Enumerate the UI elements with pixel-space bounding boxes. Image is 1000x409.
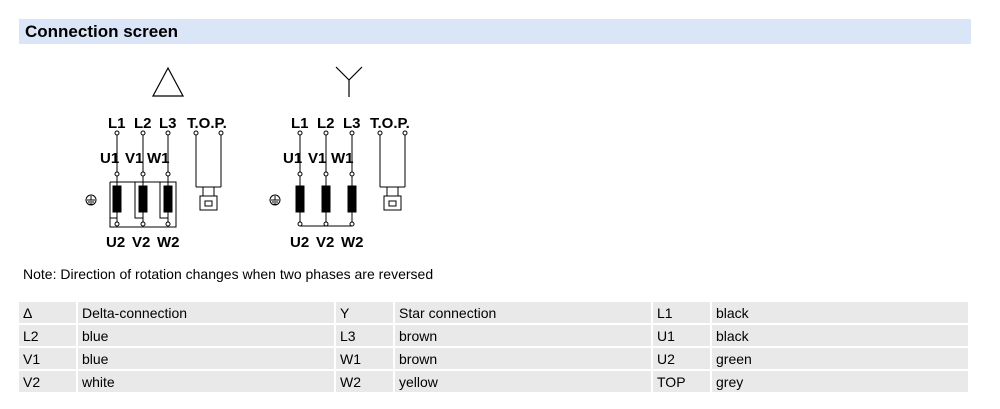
legend-value: black [712,325,968,346]
section-header: Connection screen [19,19,971,44]
star-earth-icon [269,194,281,206]
delta-diagram [109,66,224,228]
legend-key: U2 [653,348,710,369]
legend-key: L1 [653,302,710,323]
delta-label-l1: L1 [108,115,126,132]
legend-value: blue [78,348,334,369]
star-label-v2: V2 [316,234,334,251]
star-label-u2: U2 [290,234,309,251]
star-label-top: T.O.P. [370,115,410,132]
legend-key: Δ [19,302,76,323]
delta-symbol-icon [151,66,185,97]
star-label-w1: W1 [331,150,354,167]
delta-earth-icon [85,194,97,206]
delta-label-top: T.O.P. [187,115,227,132]
delta-label-l2: L2 [134,115,152,132]
star-label-w2: W2 [341,234,364,251]
table-row: V2 white W2 yellow TOP grey [19,371,968,392]
legend-value: black [712,302,968,323]
legend-value: Delta-connection [78,302,334,323]
delta-label-w2: W2 [157,234,180,251]
legend-key: TOP [653,371,710,392]
legend-key: V2 [19,371,76,392]
winding-w [163,185,173,213]
legend-key: W1 [336,348,393,369]
legend-value: brown [395,348,651,369]
delta-label-v2: V2 [132,234,150,251]
legend-value: Star connection [395,302,651,323]
star-label-l1: L1 [291,115,309,132]
legend-key: Y [336,302,393,323]
table-row: L2 blue L3 brown U1 black [19,325,968,346]
legend-value: blue [78,325,334,346]
legend-key: U1 [653,325,710,346]
star-label-l2: L2 [317,115,335,132]
legend-key: W2 [336,371,393,392]
star-symbol-icon [335,66,363,97]
legend-key: V1 [19,348,76,369]
delta-label-w1: W1 [147,150,170,167]
legend-value: yellow [395,371,651,392]
winding-v [138,185,148,213]
legend-key: L2 [19,325,76,346]
star-label-v1: V1 [308,150,326,167]
table-row: V1 blue W1 brown U2 green [19,348,968,369]
legend-value: green [712,348,968,369]
section-title: Connection screen [25,22,179,41]
legend-value: brown [395,325,651,346]
star-label-l3: L3 [343,115,361,132]
rotation-note: Note: Direction of rotation changes when… [23,266,434,282]
delta-label-u2: U2 [106,234,125,251]
legend-value: grey [712,371,968,392]
color-legend-table: Δ Delta-connection Y Star connection L1 … [17,300,970,394]
connection-diagrams: L1 L2 L3 T.O.P. U1 V1 W1 U2 V2 W2 [85,66,410,251]
winding-u [112,185,122,213]
table-row: Δ Delta-connection Y Star connection L1 … [19,302,968,323]
legend-value: white [78,371,334,392]
delta-label-l3: L3 [159,115,177,132]
star-label-u1: U1 [283,150,302,167]
legend-key: L3 [336,325,393,346]
thermal-protector-icon [199,195,218,211]
delta-label-v1: V1 [125,150,143,167]
star-diagram [295,66,408,227]
delta-label-u1: U1 [100,150,119,167]
